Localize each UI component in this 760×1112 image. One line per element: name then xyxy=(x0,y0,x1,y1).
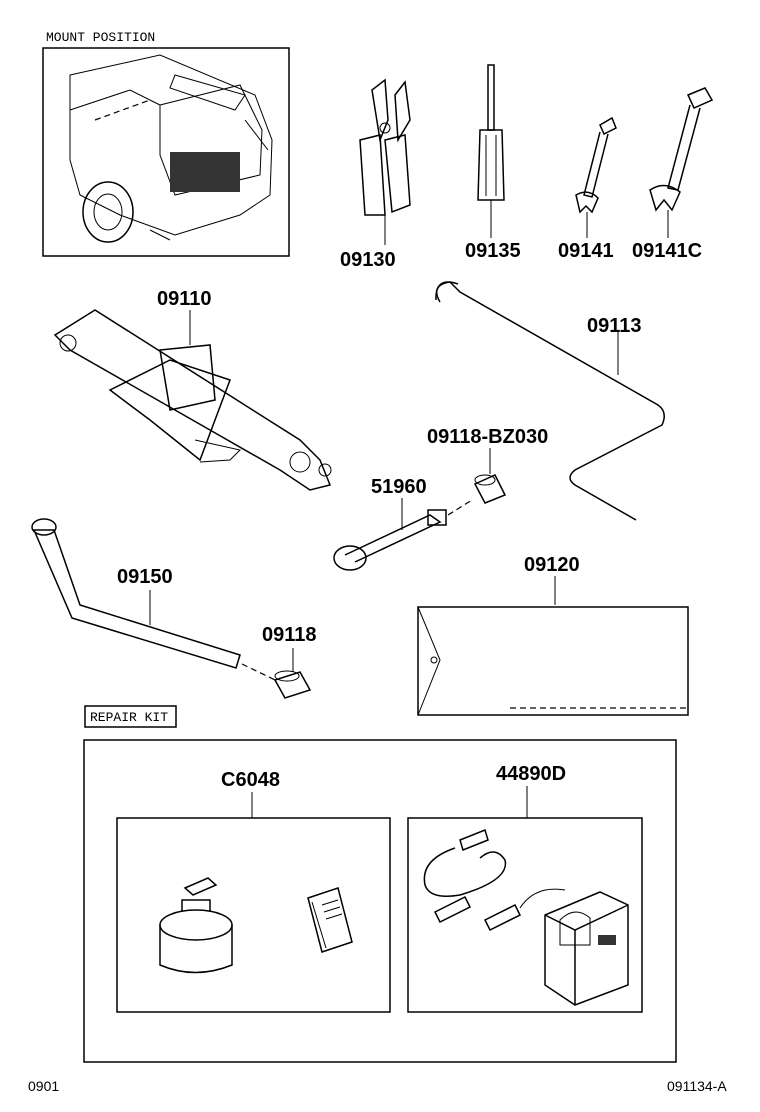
small-wrench-illustration xyxy=(575,116,617,214)
label-09118-BZ030: 09118-BZ030 xyxy=(427,426,548,448)
label-09141: 09141 xyxy=(558,240,614,262)
label-09113: 09113 xyxy=(587,315,642,337)
label-C6048: C6048 xyxy=(221,769,280,791)
label-09135: 09135 xyxy=(465,240,521,262)
tool-bag-illustration xyxy=(417,606,689,716)
sealant-kit-box xyxy=(116,817,391,1013)
screwdriver-illustration xyxy=(477,64,505,201)
label-44890D: 44890D xyxy=(496,763,566,785)
jack-cap-illustration xyxy=(473,474,507,504)
sealant-bottle-illustration xyxy=(159,877,233,974)
label-09110: 09110 xyxy=(157,288,212,310)
label-09130: 09130 xyxy=(340,249,396,271)
mount-position-label: MOUNT POSITION xyxy=(46,30,155,45)
label-09120: 09120 xyxy=(524,554,580,576)
pliers-illustration xyxy=(359,78,411,216)
wrench-cap-illustration xyxy=(241,663,312,699)
towing-eye-illustration xyxy=(333,499,473,571)
compressor-illustration xyxy=(544,891,629,1006)
large-wrench-illustration xyxy=(649,87,714,212)
label-51960: 51960 xyxy=(371,476,427,498)
wheel-wrench-illustration xyxy=(31,518,241,669)
label-09150: 09150 xyxy=(117,566,173,588)
footer-left-code: 0901 xyxy=(28,1078,59,1094)
repair-kit-tag xyxy=(84,705,177,728)
label-09118: 09118 xyxy=(262,624,317,646)
hose-and-plug-illustration xyxy=(423,828,566,932)
footer-right-code: 091134-A xyxy=(667,1078,727,1094)
instruction-booklet-illustration xyxy=(307,887,353,953)
mount-position-illustration xyxy=(42,47,290,257)
jack-handle-illustration xyxy=(435,281,665,521)
jack-illustration xyxy=(53,309,332,491)
label-09141C: 09141C xyxy=(632,240,702,262)
repair-kit-label: REPAIR KIT xyxy=(90,710,168,725)
